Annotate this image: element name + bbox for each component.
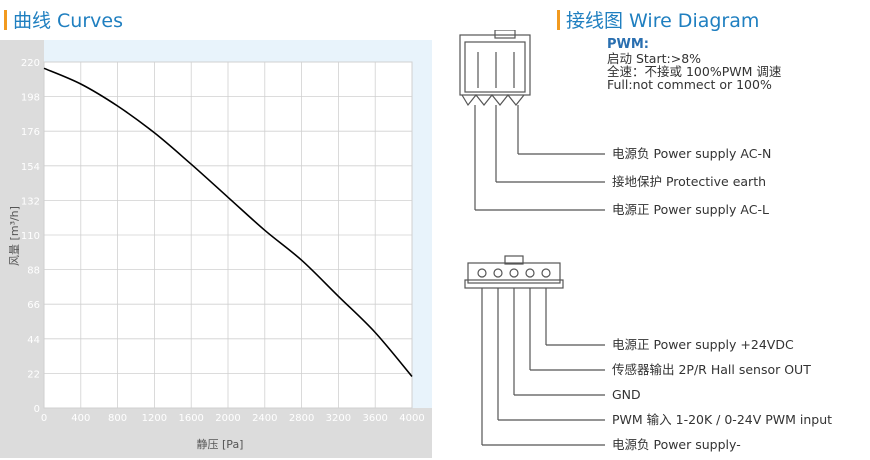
x-tick-label: 2400 — [252, 413, 277, 424]
curve-chart: 0 22 44 66 88 110 132 154 176 198 220 0 400 800 1200 1… — [0, 40, 432, 458]
dc-connector-body — [467, 262, 561, 284]
ac-connector-body — [459, 34, 531, 96]
dc-pin-socket — [477, 268, 487, 278]
x-tick-label: 3600 — [362, 413, 387, 424]
pwm-note-line: 启动 Start:>8% — [607, 51, 701, 66]
y-tick-label: 154 — [21, 162, 40, 173]
wire-diagram-title: 接线图 Wire Diagram — [557, 6, 759, 33]
y-tick-labels: 0 22 44 66 88 110 132 154 176 198 220 — [21, 58, 40, 415]
x-tick-label: 2000 — [215, 413, 240, 424]
grid — [43, 61, 413, 409]
x-tick-label: 4000 — [399, 413, 424, 424]
ac-connector — [459, 30, 605, 211]
y-tick-label: 44 — [27, 335, 40, 346]
y-tick-label: 66 — [27, 300, 40, 311]
ac-connector-teeth — [461, 94, 525, 107]
x-tick-label: 0 — [41, 413, 47, 424]
x-tick-label: 800 — [108, 413, 127, 424]
pwm-note-line: Full:not commect or 100% — [607, 77, 772, 92]
y-tick-label: 22 — [27, 369, 40, 380]
y-axis-band — [0, 40, 44, 420]
ac-label-l: 电源正 Power supply AC-L — [612, 202, 769, 217]
x-tick-label: 3200 — [326, 413, 351, 424]
dc-pin-socket — [493, 268, 503, 278]
x-tick-label: 1200 — [142, 413, 167, 424]
ac-connector-housing — [464, 41, 526, 93]
ac-label-n: 电源负 Power supply AC-N — [612, 146, 771, 161]
series-line — [43, 67, 413, 378]
dc-connector-flange — [464, 279, 564, 289]
dc-connector — [464, 255, 605, 446]
dc-pin-socket — [525, 268, 535, 278]
x-tick-label: 1600 — [178, 413, 203, 424]
x-tick-label: 2800 — [289, 413, 314, 424]
y-axis-label: 风量 [m³/h] — [8, 206, 21, 266]
y-tick-label: 198 — [21, 93, 40, 104]
ac-connector-latch — [494, 30, 516, 39]
y-tick-label: 132 — [21, 196, 40, 207]
curves-title: 曲线 Curves — [4, 6, 123, 33]
ac-label-earth: 接地保护 Protective earth — [612, 174, 766, 189]
dc-label-gnd: GND — [612, 387, 641, 402]
dc-label-pwm: PWM 输入 1-20K / 0-24V PWM input — [612, 412, 832, 427]
dc-label-minus: 电源负 Power supply- — [612, 437, 741, 452]
y-tick-label: 88 — [27, 266, 40, 277]
x-tick-labels: 0 400 800 1200 1600 2000 2400 2800 3200 3600 4000 — [41, 413, 425, 424]
dc-pin-socket — [541, 268, 551, 278]
dc-pin-socket — [509, 268, 519, 278]
dc-label-hall: 传感器输出 2P/R Hall sensor OUT — [612, 362, 811, 377]
x-axis-band — [0, 408, 432, 458]
y-tick-label: 176 — [21, 127, 40, 138]
x-tick-label: 400 — [71, 413, 90, 424]
x-axis-label: 静压 [Pa] — [197, 437, 244, 451]
dc-label-plus24v: 电源正 Power supply +24VDC — [612, 337, 794, 352]
pwm-note-line: 全速：不接或 100%PWM 调速 — [607, 64, 782, 79]
title-accent-bar — [4, 10, 7, 30]
pwm-note-heading: PWM: — [607, 37, 649, 52]
y-tick-label: 220 — [21, 58, 40, 69]
dc-connector-latch — [504, 255, 524, 265]
title-accent-bar — [557, 10, 560, 30]
wire-diagram: PWM: 启动 Start:>8% 全速：不接或 100%PWM 调速 Full… — [459, 30, 832, 452]
y-tick-label: 110 — [21, 231, 40, 242]
y-tick-label: 0 — [34, 404, 40, 415]
